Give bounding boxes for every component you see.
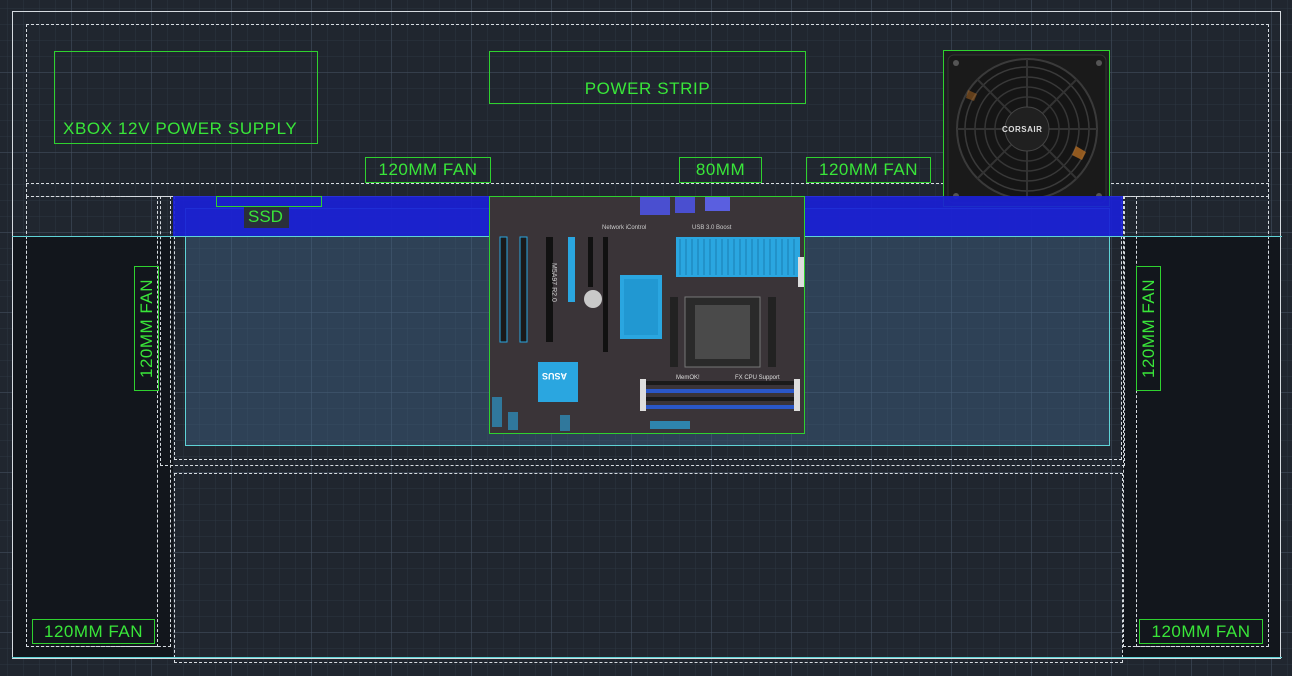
xbox-power-supply-box: XBOX 12V POWER SUPPLY (54, 51, 318, 144)
power-strip-box: POWER STRIP (489, 51, 806, 104)
top-divider-line (26, 183, 1269, 184)
motherboard-usb-text: USB 3.0 Boost (692, 225, 732, 231)
lower-compartment-outline (174, 473, 1123, 663)
motherboard-model-text: M5A97 R2.0 (550, 263, 557, 302)
ssd-label: SSD (248, 207, 283, 226)
psu-fan-graphic (947, 54, 1107, 204)
ssd-label-bg (244, 207, 289, 228)
fan-top-left-label: 120MM FAN (365, 157, 491, 183)
motherboard-network-text: Network iControl (602, 225, 647, 231)
fan-bottom-right-label: 120MM FAN (1139, 619, 1263, 644)
outer-enclosure (12, 11, 1281, 659)
fan-top-right-label: 120MM FAN (806, 157, 931, 183)
motherboard-brand-text: ASUS (542, 371, 568, 381)
fan-right-vertical-text: 120MM FAN (1138, 279, 1158, 378)
fan-right-vertical-label: 120MM FAN (1136, 266, 1161, 391)
psu-brand-text: CORSAIR (1002, 125, 1043, 134)
motherboard-memok-text: MemOK! (676, 375, 700, 381)
motherboard-fx-text: FX CPU Support (735, 375, 780, 381)
corsair-psu: CORSAIR (943, 50, 1110, 207)
left-side-outline-inner (26, 196, 158, 647)
power-strip-label: POWER STRIP (584, 79, 711, 98)
fan-left-vertical-label: 120MM FAN (134, 266, 159, 391)
xbox-power-supply-label: XBOX 12V POWER SUPPLY (63, 119, 298, 138)
cyan-bottom-line (12, 657, 1282, 658)
fan-bottom-left-label: 120MM FAN (32, 619, 155, 644)
fan-left-vertical-text: 120MM FAN (136, 279, 156, 378)
ssd-outline (216, 196, 322, 207)
right-side-compartment (1122, 236, 1280, 658)
right-side-outline-inner (1136, 196, 1269, 647)
motherboard: ASUS M5A97 R2.0 MemOK! FX CPU Support Ne… (489, 196, 805, 434)
motherboard-graphic (490, 197, 804, 433)
fan-80mm-label: 80MM (679, 157, 762, 183)
left-side-compartment (13, 236, 173, 658)
